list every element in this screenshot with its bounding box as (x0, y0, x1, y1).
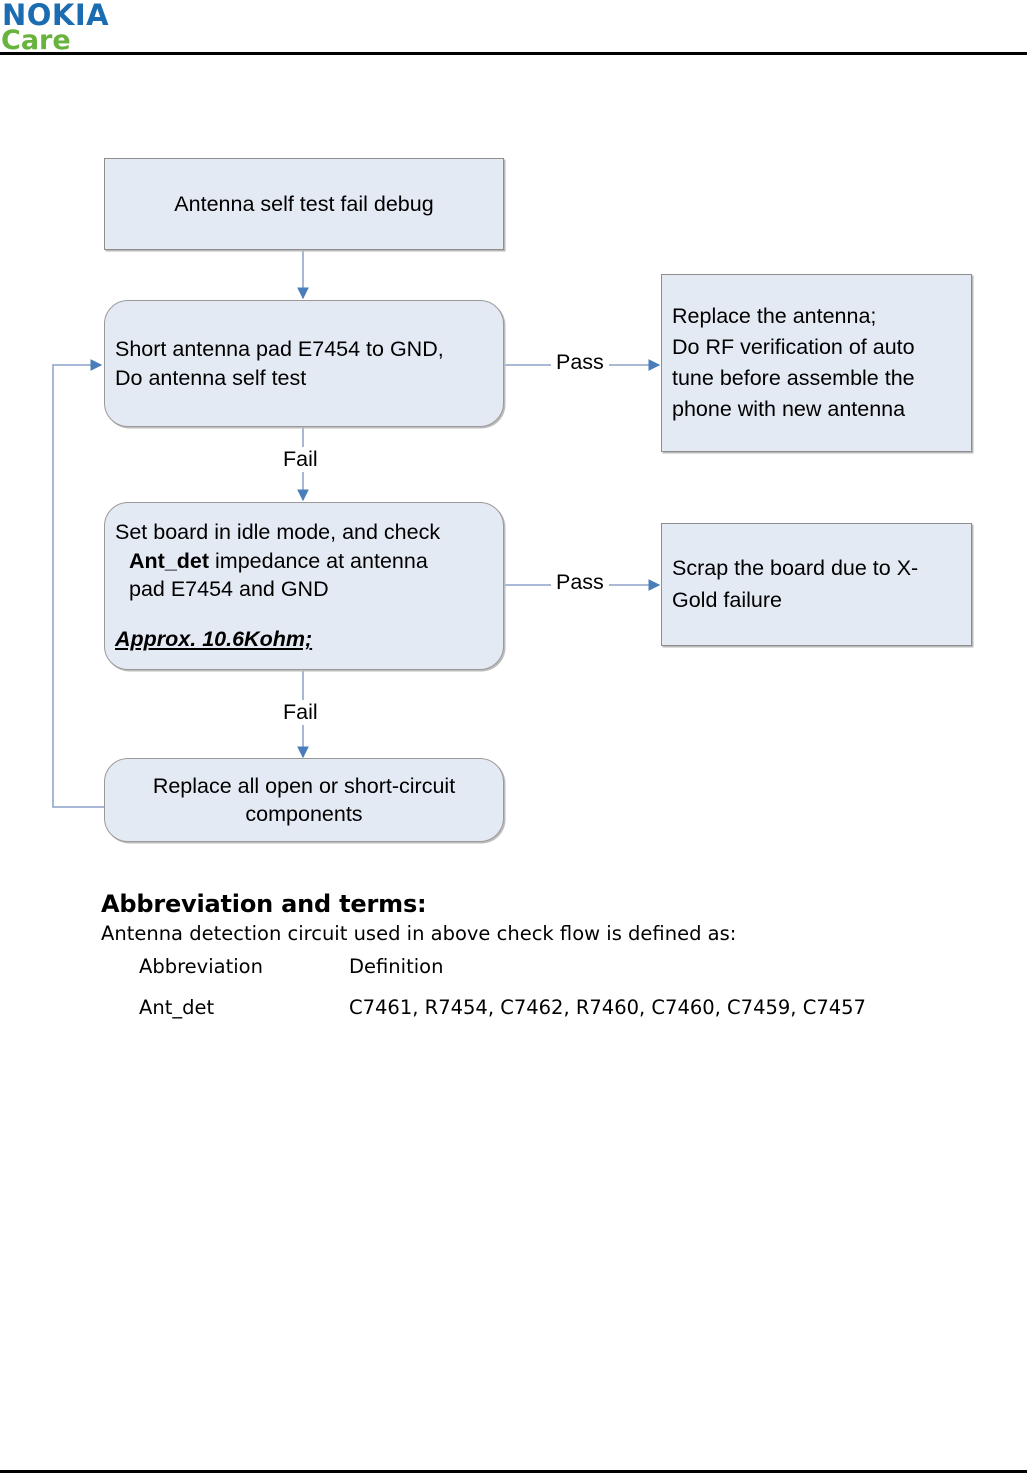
node-set-board-idle-mode: Set board in idle mode, and check Ant_de… (104, 502, 504, 670)
edge-label-pass-2: Pass (551, 570, 609, 595)
nokia-care-logo: NOKIA Care (1, 0, 110, 56)
terms-heading: Abbreviation and terms: (101, 890, 427, 918)
node-replace-components-line2: components (245, 802, 363, 826)
node-idle-mode-line1: Set board in idle mode, and check (115, 520, 441, 545)
node-replace-components: Replace all open or short-circuit compon… (104, 758, 504, 842)
terms-intro: Antenna detection circuit used in above … (101, 922, 737, 945)
node-antenna-self-test-fail-debug: Antenna self test fail debug (104, 158, 504, 250)
terms-row-abbreviation: Ant_det (139, 996, 215, 1019)
node-idle-mode-line3: pad E7454 and GND (129, 577, 329, 601)
node-start-label: Antenna self test fail debug (174, 191, 434, 216)
edge-label-fail-1: Fail (278, 447, 323, 472)
edge-label-fail-2: Fail (278, 700, 323, 725)
terms-row-definition: C7461, R7454, C7462, R7460, C7460, C7459… (349, 996, 866, 1019)
table-row: Ant_det C7461, R7454, C7462, R7460, C746… (139, 996, 866, 1019)
node-scrap-board-line1: Scrap the board due to X- (672, 556, 919, 581)
node-scrap-board: Scrap the board due to X- Gold failure (661, 523, 972, 646)
abbreviation-and-terms-section: Abbreviation and terms: Antenna detectio… (101, 890, 1001, 1019)
node-replace-antenna-line1: Replace the antenna; (672, 303, 877, 328)
node-short-antenna-pad-line2: Do antenna self test (115, 365, 307, 390)
nokia-wordmark: NOKIA (2, 0, 110, 32)
node-replace-components-line1: Replace all open or short-circuit (152, 773, 456, 798)
terms-column-abbreviation: Abbreviation (139, 955, 263, 978)
care-wordmark: Care (1, 24, 71, 56)
terms-table: Abbreviation Definition Ant_det C7461, R… (139, 955, 866, 1019)
antenna-self-test-flowchart: Antenna self test fail debug Short anten… (52, 158, 972, 842)
edge-label-pass-1: Pass (551, 350, 609, 375)
node-idle-mode-impedance-value: Approx. 10.6Kohm; (115, 627, 313, 652)
footer-divider (0, 1470, 1027, 1473)
node-scrap-board-line2: Gold failure (672, 587, 782, 612)
header-divider (0, 52, 1027, 55)
node-short-antenna-pad: Short antenna pad E7454 to GND, Do anten… (104, 300, 504, 427)
node-replace-antenna-line4: phone with new antenna (672, 397, 906, 422)
node-replace-antenna-line2: Do RF verification of auto (672, 334, 915, 359)
terms-table-header-row: Abbreviation Definition (139, 955, 866, 996)
node-idle-mode-line2-rest: impedance at antenna (209, 548, 428, 573)
node-idle-mode-ant-det: Ant_det (129, 548, 210, 573)
terms-column-definition: Definition (349, 955, 444, 978)
node-replace-antenna-line3: tune before assemble the (672, 366, 915, 390)
node-short-antenna-pad-line1: Short antenna pad E7454 to GND, (115, 337, 444, 362)
node-replace-antenna: Replace the antenna; Do RF verification … (661, 274, 972, 452)
